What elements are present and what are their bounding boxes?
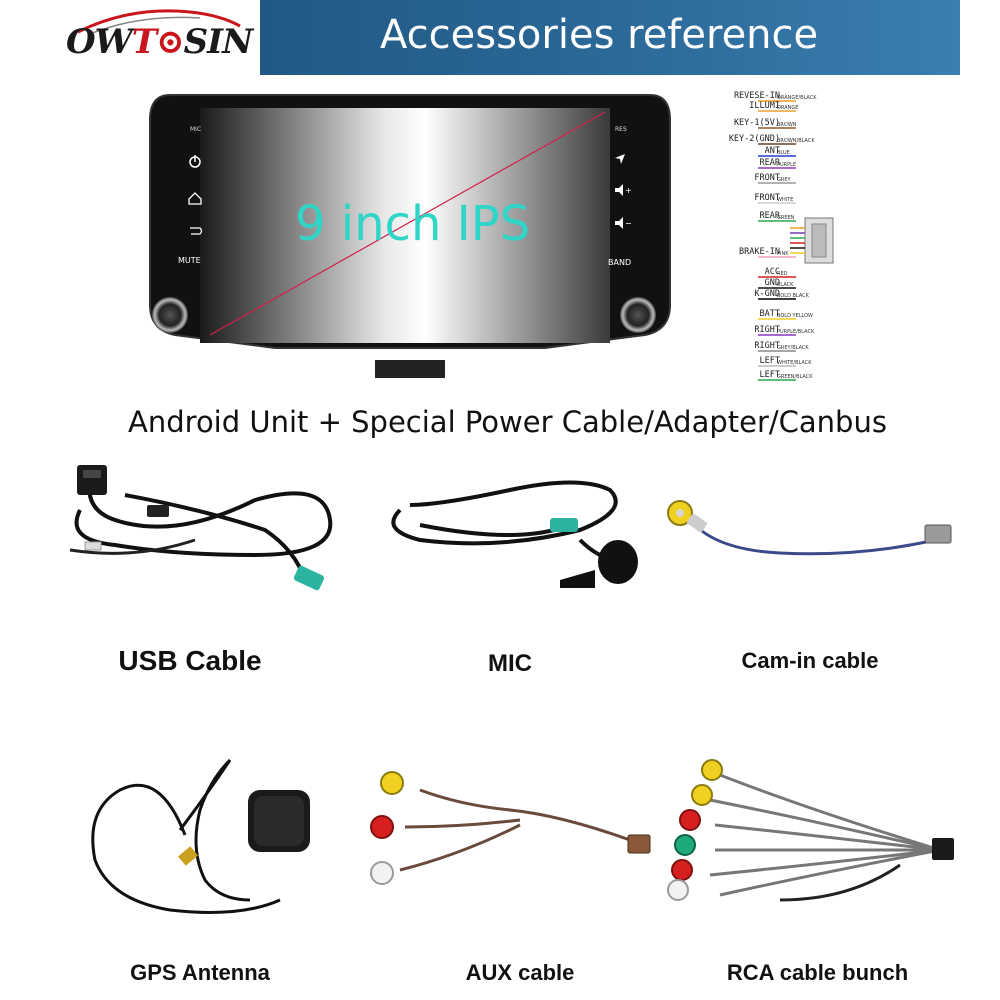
- svg-text:−: −: [625, 219, 632, 228]
- rca-plug-6: [667, 879, 689, 901]
- mic-head: [598, 540, 638, 584]
- volume-down-icon[interactable]: −: [615, 217, 632, 229]
- aux-cable-label: AUX cable: [465, 960, 575, 985]
- wire-color-7: WHITE: [777, 197, 793, 203]
- wire-color-9: PINK: [777, 251, 789, 257]
- mute-label: MUTE: [178, 256, 201, 265]
- wire-color-13: BOLD YELLOW: [777, 313, 813, 319]
- aux-yellow-plug: [380, 771, 404, 795]
- cam-in-cable-image: [667, 500, 952, 556]
- wire-label-9: BRAKE-IN: [739, 247, 780, 257]
- logo-swoosh-icon: [77, 9, 241, 35]
- volume-up-icon[interactable]: +: [615, 184, 632, 196]
- usb-cable-image: [69, 465, 333, 591]
- wire-label-10: ACC: [765, 267, 780, 277]
- wire-label-1: ILLUMI: [749, 101, 780, 111]
- cam-connector: [924, 524, 952, 544]
- wire-label-17: LEFT: [760, 370, 780, 380]
- wire-color-10: RED: [777, 271, 788, 277]
- wire-label-3: KEY-2(GND): [729, 134, 780, 144]
- aux-cable-image: [370, 771, 651, 885]
- wire-label-11: GND: [765, 278, 780, 288]
- wire-label-15: RIGHT: [754, 341, 780, 351]
- wire-color-3: BROWN/BLACK: [777, 138, 815, 144]
- head-unit-image: 9 inch IPS MIC MUTE RES + − BAND: [149, 94, 671, 378]
- wire-color-15: GREY/BLACK: [777, 345, 809, 351]
- mic-clip: [560, 570, 595, 588]
- wire-label-2: KEY-1(5V): [734, 118, 780, 128]
- navigation-icon[interactable]: [615, 154, 625, 164]
- wire-label-13: BATT: [760, 309, 780, 319]
- home-icon[interactable]: [188, 192, 202, 205]
- res-label: RES: [615, 126, 627, 133]
- aux-white-plug: [370, 861, 394, 885]
- wire-color-4: BLUE: [777, 150, 790, 156]
- wire-color-14: PURPLE/BLACK: [777, 329, 815, 335]
- gps-antenna-label: GPS Antenna: [130, 960, 270, 985]
- usb-cable-label: USB Cable: [118, 645, 262, 676]
- band-label: BAND: [608, 258, 631, 267]
- wire-label-16: LEFT: [760, 356, 780, 366]
- wire-color-17: GREEN/BLACK: [777, 374, 813, 380]
- wire-label-12: K-GND: [754, 289, 780, 299]
- usb-plug: [77, 465, 107, 495]
- rca-plug-2: [691, 784, 713, 806]
- back-icon[interactable]: [190, 227, 203, 235]
- brand-logo: OWT⊙SIN: [66, 22, 253, 62]
- wire-color-12: BOLD BLACK: [777, 293, 810, 299]
- wire-label-14: RIGHT: [754, 325, 780, 335]
- volume-knob[interactable]: [152, 297, 188, 333]
- rca-plug-3: [679, 809, 701, 831]
- wire-color-2: BROWN: [777, 122, 797, 128]
- mic-label: MIC: [190, 126, 201, 133]
- rca-plug-5: [671, 859, 693, 881]
- rca-plug-4: [674, 834, 696, 856]
- wire-color-0: ORANGE/BLACK: [777, 95, 817, 101]
- product-subtitle: Android Unit + Special Power Cable/Adapt…: [128, 405, 887, 439]
- rca-cable-bunch-image: [667, 759, 954, 902]
- sma-connector: [178, 846, 198, 866]
- tune-knob[interactable]: [620, 297, 656, 333]
- screen-text: 9 inch IPS: [295, 196, 530, 252]
- wire-color-11: BLACK: [777, 282, 794, 288]
- mic-label: MIC: [488, 650, 532, 677]
- wire-label-7: FRONT: [754, 193, 780, 203]
- aux-red-plug: [370, 815, 394, 839]
- wire-label-4: ANT: [765, 146, 780, 156]
- wire-color-6: GREY: [777, 177, 792, 183]
- mount-bracket: [375, 360, 445, 378]
- rca-cable-bunch-label: RCA cable bunch: [726, 960, 909, 985]
- svg-text:+: +: [625, 186, 632, 195]
- power-icon[interactable]: [189, 155, 201, 168]
- wire-color-5: PURPLE: [777, 162, 796, 168]
- rca-connector: [932, 838, 954, 860]
- gps-antenna-image: [91, 758, 310, 914]
- wire-color-8: GREEN: [777, 215, 795, 221]
- wire-color-1: ORANGE: [777, 105, 798, 111]
- mic-image: [391, 480, 638, 588]
- page-title: Accessories reference: [380, 12, 819, 58]
- rca-plug-1: [701, 759, 723, 781]
- wire-color-16: WHITE/BLACK: [777, 360, 812, 366]
- aux-connector: [627, 834, 651, 854]
- wire-label-8: REAR: [760, 211, 781, 221]
- wire-label-5: REAR: [760, 158, 781, 168]
- wire-label-6: FRONT: [754, 173, 780, 183]
- cam-in-cable-label: Cam-in cable: [741, 648, 879, 673]
- wire-label-0: REVESE-IN: [734, 91, 780, 101]
